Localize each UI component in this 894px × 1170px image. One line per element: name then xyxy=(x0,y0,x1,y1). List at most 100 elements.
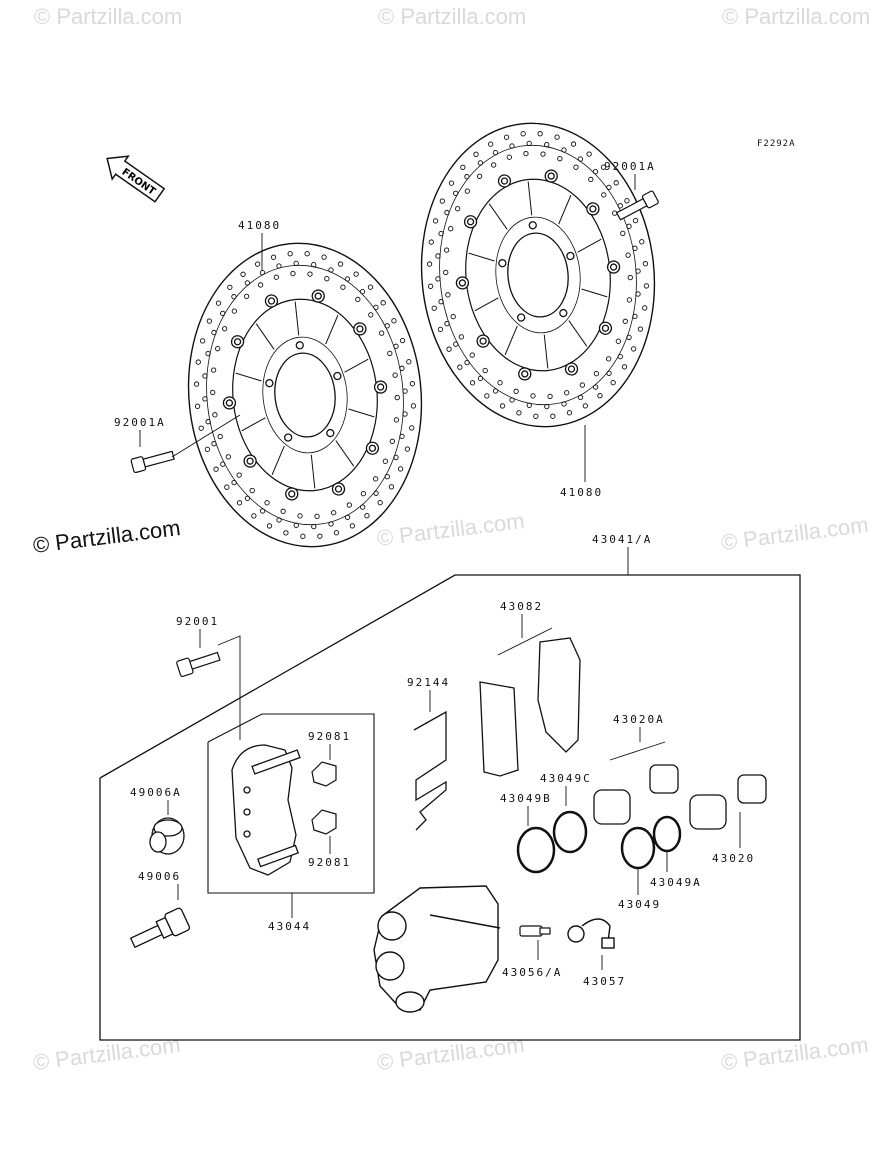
disc-hole xyxy=(544,142,550,148)
disc-hole xyxy=(359,288,366,295)
bolt-92001 xyxy=(176,651,221,678)
brake-disc-left xyxy=(173,231,437,559)
disc-rivet-center xyxy=(500,177,509,185)
disc-rivet-center xyxy=(246,457,254,465)
disc-hole xyxy=(438,230,444,237)
disc-hole xyxy=(206,318,213,324)
disc-hole xyxy=(610,379,616,386)
disc-hole xyxy=(215,300,222,306)
disc-hole xyxy=(344,276,351,282)
disc-hole xyxy=(211,441,217,447)
disc-hole xyxy=(311,262,317,268)
disc-hole xyxy=(597,393,603,399)
disc-hole xyxy=(373,476,379,482)
disc-hole xyxy=(453,190,459,197)
disc-hole xyxy=(622,318,628,324)
disc-rivet-center xyxy=(458,279,467,287)
disc-hole xyxy=(570,141,577,147)
seal-43049b xyxy=(516,826,556,874)
disc-spoke xyxy=(527,181,533,216)
disc-hole xyxy=(458,334,464,340)
part-label-92001a-right: 92001A xyxy=(604,160,656,173)
disc-hole xyxy=(300,533,306,539)
disc-spoke xyxy=(581,288,608,298)
disc-hole xyxy=(397,466,404,472)
disc-hole xyxy=(231,308,237,314)
disc-hole xyxy=(476,173,483,180)
disc-hole xyxy=(255,261,261,267)
disc-hole xyxy=(249,487,255,494)
disc-hole xyxy=(364,513,370,519)
disc-hole xyxy=(582,403,588,409)
disc-hole xyxy=(349,523,355,529)
disc-hole xyxy=(431,305,437,311)
hub-bolt-hole xyxy=(295,341,304,350)
disc-hole xyxy=(384,323,390,329)
disc-hole xyxy=(617,203,623,209)
disc-hole xyxy=(445,292,451,298)
disc-hole xyxy=(509,397,515,403)
disc-hole xyxy=(387,350,393,357)
disc-spoke xyxy=(310,454,316,489)
disc-hole xyxy=(328,267,334,273)
disc-hole xyxy=(307,271,313,277)
disc-hole xyxy=(643,283,650,289)
disc-hole xyxy=(202,373,208,379)
cap-43057 xyxy=(567,918,615,949)
part-label-43049b: 43049B xyxy=(500,792,552,805)
disc-hole xyxy=(601,192,607,198)
disc-spoke xyxy=(241,417,266,432)
pin-49006 xyxy=(129,907,191,949)
disc-hole xyxy=(516,410,522,416)
disc-hole xyxy=(314,513,320,520)
disc-hole xyxy=(212,412,218,418)
disc-spoke xyxy=(335,440,355,467)
disc-hole xyxy=(220,461,226,467)
disc-hole xyxy=(195,359,201,365)
part-label-43041a: 43041/A xyxy=(592,533,652,546)
disc-hole xyxy=(266,523,273,529)
hub-bolt-hole xyxy=(559,308,568,318)
disc-hole xyxy=(211,329,217,336)
disc-rivet-center xyxy=(479,337,487,345)
disc-hole xyxy=(231,479,237,486)
clip-92081-top xyxy=(311,761,337,787)
disc-hole xyxy=(624,198,630,204)
disc-hole xyxy=(259,508,266,514)
figure-code: F2292A xyxy=(757,139,796,149)
disc-hole xyxy=(626,297,633,303)
disc-hole xyxy=(270,254,277,260)
disc-spoke xyxy=(325,314,339,345)
disc-hole xyxy=(642,305,648,311)
disc-hole xyxy=(626,223,632,229)
disc-spoke xyxy=(294,301,300,336)
disc-hole xyxy=(367,284,374,290)
watermark: © Partzilla.com xyxy=(34,4,182,29)
disc-hole xyxy=(287,251,293,257)
disc-hole xyxy=(444,321,450,327)
disc-hole xyxy=(573,164,579,170)
disc-hole xyxy=(606,356,612,362)
disc-rivet-center xyxy=(521,370,529,378)
disc-hole xyxy=(331,510,337,516)
disc-hole xyxy=(392,372,398,378)
watermark: © Partzilla.com xyxy=(722,4,870,29)
disc-hole xyxy=(410,403,417,409)
brake-disc-right xyxy=(406,111,670,439)
disc-hole xyxy=(373,304,379,311)
disc-hole xyxy=(526,140,532,147)
disc-hole xyxy=(276,263,282,269)
disc-spoke xyxy=(348,408,375,418)
disc-hole xyxy=(251,513,257,519)
disc-spoke xyxy=(504,325,518,356)
hub-bolt-hole xyxy=(333,371,342,381)
disc-rivet-center xyxy=(225,399,234,407)
disc-rivet-center xyxy=(609,263,618,271)
disc-hole xyxy=(454,206,461,212)
disc-hole xyxy=(264,500,270,506)
boot-49006a xyxy=(149,817,185,855)
bracket-subassembly-frame xyxy=(207,713,375,894)
hub-bolt-hole xyxy=(516,313,526,322)
disc-hole xyxy=(399,337,406,344)
part-label-92001: 92001 xyxy=(176,615,219,628)
